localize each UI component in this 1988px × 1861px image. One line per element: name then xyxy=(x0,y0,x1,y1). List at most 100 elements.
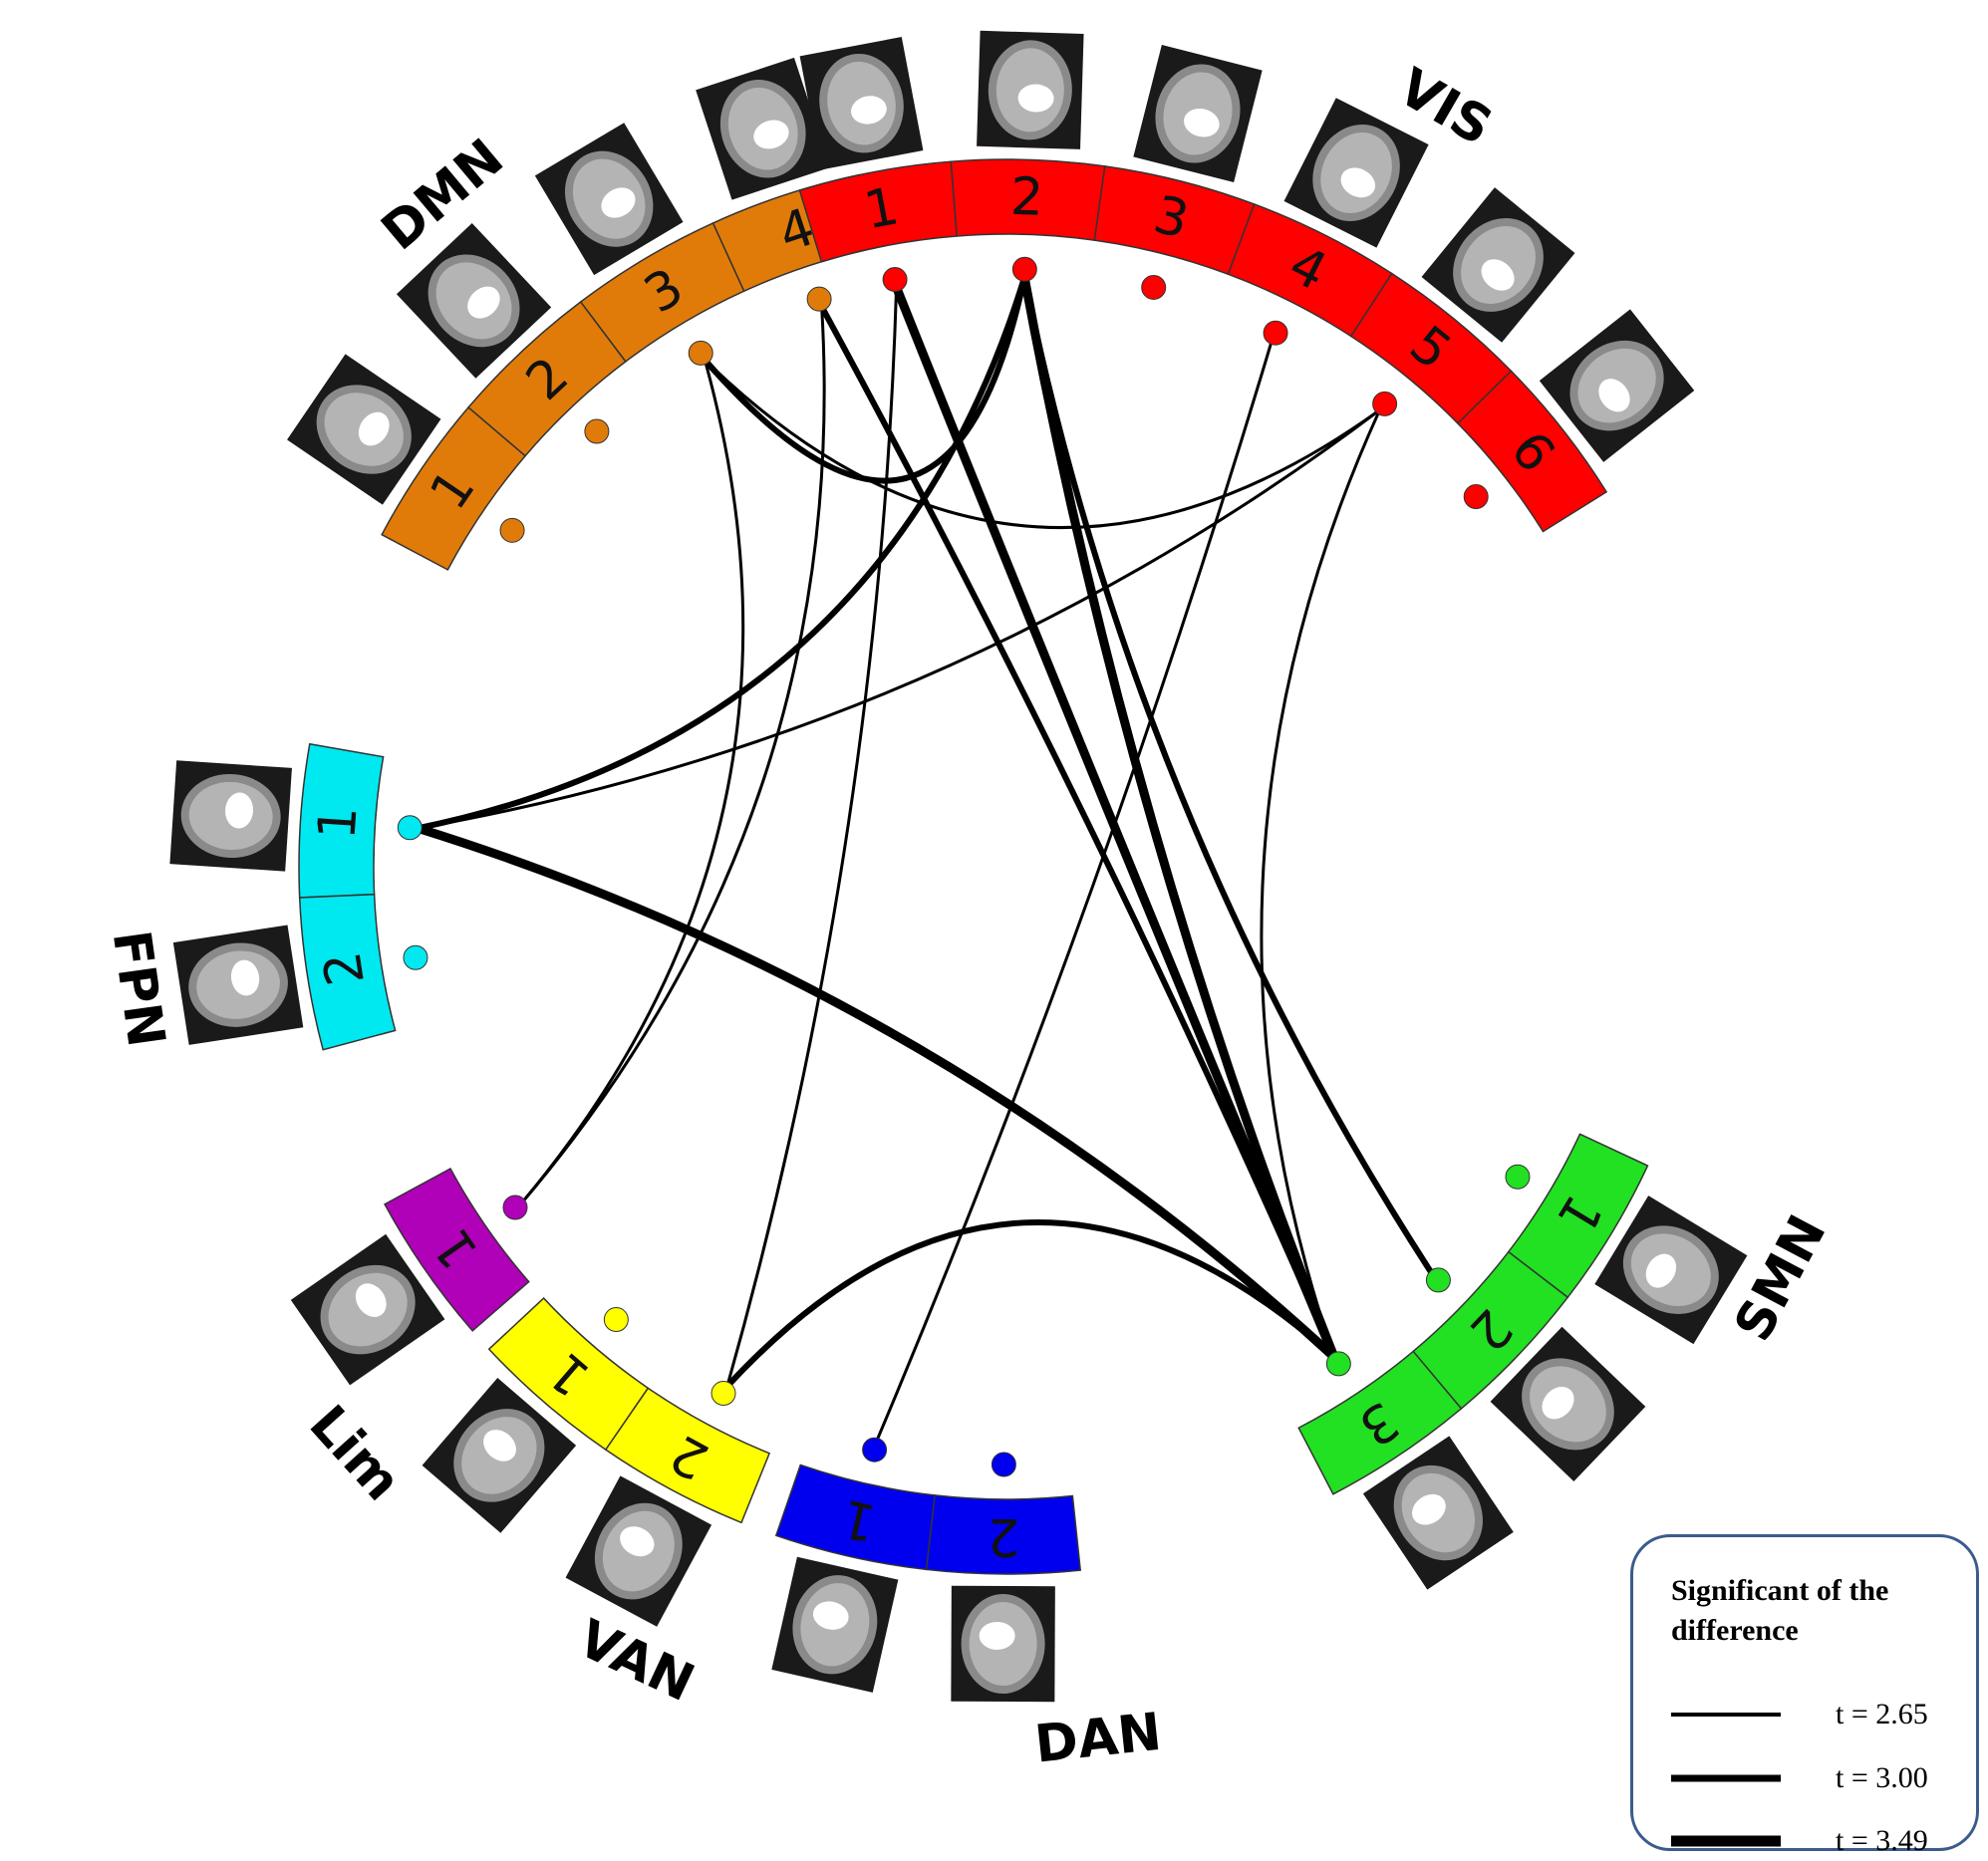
brain-slice-image xyxy=(799,37,924,170)
legend-title: Significant of the difference xyxy=(1671,1574,1889,1647)
node-dot xyxy=(1505,1164,1531,1190)
connection-line xyxy=(723,1219,1337,1390)
segment-block xyxy=(1456,370,1608,533)
connection-line xyxy=(1260,408,1382,1359)
brain-slice-image xyxy=(977,30,1084,149)
segment-van-1: 1 xyxy=(422,1297,650,1533)
segment-block xyxy=(384,1167,530,1332)
legend: Significant of the difference t = 2.65 t… xyxy=(1630,1534,1979,1857)
brain-slice-image xyxy=(172,925,304,1045)
node-dot xyxy=(882,267,908,293)
node-dot xyxy=(403,944,428,970)
brain-slice-image xyxy=(1490,1326,1646,1482)
legend-item: t = 2.65 xyxy=(1671,1695,1960,1734)
brain-slice-image xyxy=(534,123,684,276)
legend-label: t = 3.00 xyxy=(1836,1761,1928,1794)
segment-vis-6: 6 xyxy=(1456,309,1695,533)
network-label-van: VAN xyxy=(569,1609,704,1714)
node-dot xyxy=(1463,484,1489,510)
segment-fpn-2: 2 xyxy=(172,893,428,1051)
node-dot xyxy=(397,815,423,841)
segment-block xyxy=(1297,1350,1463,1495)
legend-line-thin xyxy=(1671,1713,1781,1717)
brain-slice-image xyxy=(1594,1196,1748,1345)
segment-block xyxy=(774,1463,936,1571)
segment-vis-2: 2 xyxy=(950,30,1106,282)
node-dot xyxy=(862,1437,888,1462)
segment-block xyxy=(925,1494,1082,1575)
network-label-fpn: FPN xyxy=(101,927,176,1050)
segment-smn-2: 2 xyxy=(1412,1250,1646,1482)
segment-block xyxy=(298,893,397,1051)
connection-line xyxy=(416,408,1382,830)
node-dot xyxy=(688,340,713,366)
node-dot xyxy=(584,418,610,444)
brain-slice-image xyxy=(169,760,292,872)
node-dot xyxy=(603,1307,629,1333)
connection-line xyxy=(1019,272,1339,1362)
legend-label: t = 3.49 xyxy=(1836,1824,1928,1857)
segment-number: 1 xyxy=(307,805,369,842)
segment-block xyxy=(298,742,385,899)
brain-slice-image xyxy=(422,1378,577,1533)
node-dot xyxy=(710,1381,736,1407)
node-dot xyxy=(1263,320,1288,346)
brain-slice-image xyxy=(951,1585,1055,1703)
brain-slice-image xyxy=(565,1475,712,1627)
node-dot xyxy=(502,1195,528,1220)
connection-line xyxy=(413,823,1339,1362)
network-label-smn: SMN xyxy=(1723,1205,1838,1350)
connections xyxy=(413,272,1436,1444)
connection-line xyxy=(818,303,1337,1361)
brain-slice-image xyxy=(290,1233,445,1386)
legend-line-thick xyxy=(1671,1835,1781,1847)
segment-vis-1: 1 xyxy=(798,37,958,293)
node-dot xyxy=(806,286,832,312)
segment-vis-3: 3 xyxy=(1093,44,1263,300)
segment-block xyxy=(487,1297,650,1452)
legend-item: t = 3.00 xyxy=(1671,1758,1960,1798)
brain-slice-image xyxy=(396,222,552,379)
connection-line xyxy=(520,358,745,1204)
brain-slice-image xyxy=(696,57,831,200)
node-dot xyxy=(1141,274,1167,300)
network-label-dan: DAN xyxy=(1032,1703,1165,1775)
legend-label: t = 2.65 xyxy=(1836,1698,1928,1730)
brain-slice-image xyxy=(1539,309,1695,462)
node-dot xyxy=(499,517,525,543)
segment-number: 2 xyxy=(987,1506,1019,1566)
connection-line xyxy=(703,358,1382,530)
segment-block xyxy=(604,1387,771,1524)
node-dot xyxy=(1011,256,1037,282)
legend-item: t = 3.49 xyxy=(1671,1821,1960,1861)
segment-van-2: 2 xyxy=(565,1381,771,1627)
segment-lim-1: 1 xyxy=(290,1167,530,1386)
node-dot xyxy=(1325,1351,1351,1377)
legend-line-medium xyxy=(1671,1774,1781,1782)
brain-slice-image xyxy=(771,1556,899,1693)
connection-line xyxy=(520,305,826,1204)
segment-smn-3: 3 xyxy=(1297,1350,1514,1590)
connection-line xyxy=(892,282,1339,1362)
node-dot xyxy=(991,1452,1016,1477)
segment-dmn-3: 3 xyxy=(534,123,745,366)
brain-slice-image xyxy=(1133,44,1263,183)
segment-fpn-1: 1 xyxy=(169,742,423,899)
segment-dmn-1: 1 xyxy=(287,354,527,571)
segment-dmn-2: 2 xyxy=(396,222,627,457)
network-label-lim: Lim xyxy=(298,1395,413,1512)
segment-dan-1: 1 xyxy=(771,1437,936,1693)
brain-slice-image xyxy=(1421,187,1575,343)
brain-slice-image xyxy=(287,354,441,505)
segment-vis-5: 5 xyxy=(1349,187,1575,424)
brain-slice-image xyxy=(1362,1436,1514,1590)
brain-slice-image xyxy=(1283,98,1429,248)
connection-line xyxy=(725,285,899,1388)
connection-line xyxy=(874,338,1274,1444)
node-dot xyxy=(1372,391,1398,416)
segment-smn-1: 1 xyxy=(1505,1133,1748,1345)
node-dot xyxy=(1425,1267,1451,1293)
connection-line xyxy=(702,274,1028,484)
